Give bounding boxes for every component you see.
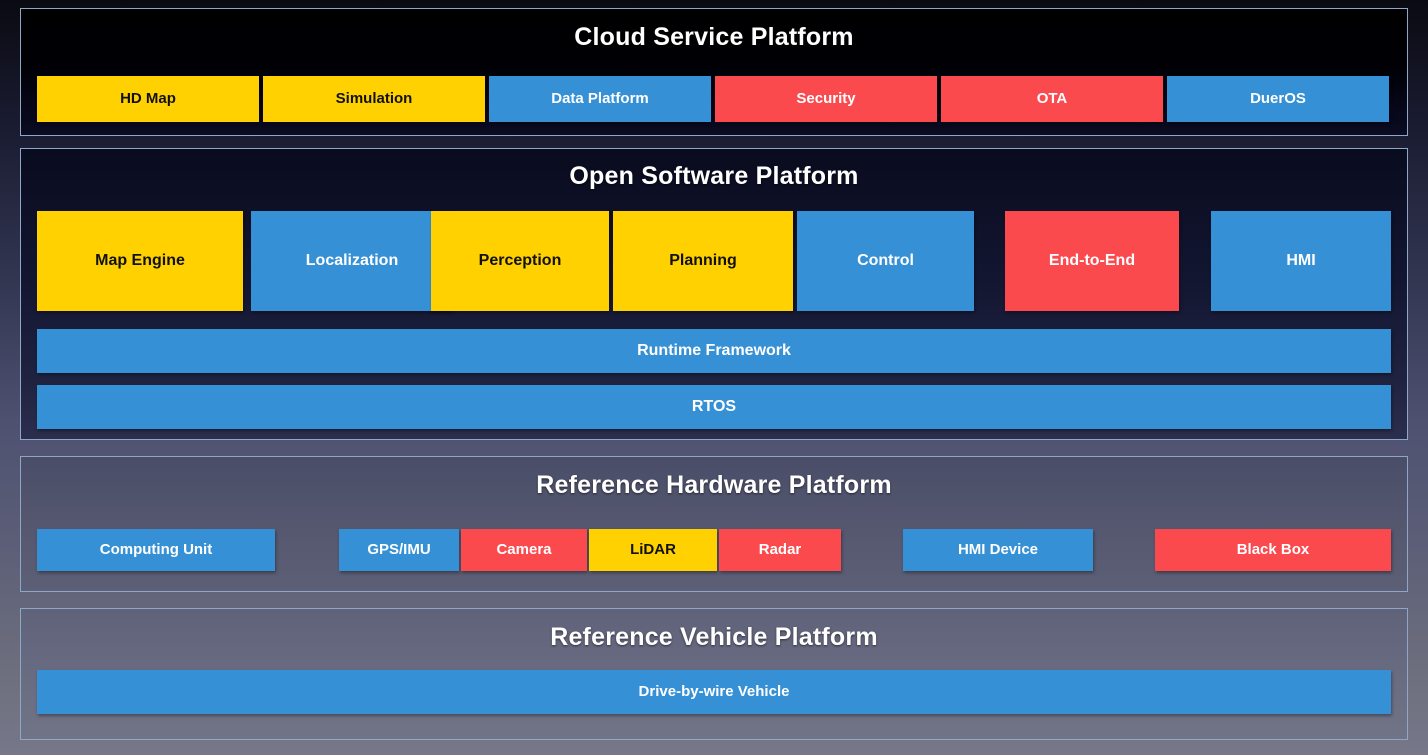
module-gps-imu[interactable]: GPS/IMU <box>339 529 459 571</box>
module-hmi-device[interactable]: HMI Device <box>903 529 1093 571</box>
cloud-module-row: HD Map Simulation Data Platform Security… <box>21 9 1407 135</box>
layer-title-vehicle: Reference Vehicle Platform <box>550 623 878 651</box>
module-dueros[interactable]: DuerOS <box>1167 76 1389 122</box>
module-radar[interactable]: Radar <box>719 529 841 571</box>
module-security[interactable]: Security <box>715 76 937 122</box>
module-computing-unit[interactable]: Computing Unit <box>37 529 275 571</box>
module-planning[interactable]: Planning <box>613 211 793 311</box>
module-camera[interactable]: Camera <box>461 529 587 571</box>
vehicle-module-row: Drive-by-wire Vehicle <box>21 609 1407 739</box>
layer-title-hardware: Reference Hardware Platform <box>536 471 892 499</box>
hardware-module-row: Computing Unit GPS/IMU Camera LiDAR Rada… <box>21 457 1407 591</box>
module-ota[interactable]: OTA <box>941 76 1163 122</box>
module-black-box[interactable]: Black Box <box>1155 529 1391 571</box>
bar-rtos[interactable]: RTOS <box>37 385 1391 429</box>
module-hd-map[interactable]: HD Map <box>37 76 259 122</box>
layer-cloud-service-platform: Cloud Service Platform HD Map Simulation… <box>20 8 1408 136</box>
module-lidar[interactable]: LiDAR <box>589 529 717 571</box>
layer-open-software-platform: Open Software Platform Map Engine Locali… <box>20 148 1408 440</box>
module-control[interactable]: Control <box>797 211 974 311</box>
layer-reference-hardware-platform: Reference Hardware Platform Computing Un… <box>20 456 1408 592</box>
module-hmi[interactable]: HMI <box>1211 211 1391 311</box>
layer-title-cloud: Cloud Service Platform <box>574 23 854 51</box>
module-data-platform[interactable]: Data Platform <box>489 76 711 122</box>
software-bar-row: Runtime Framework RTOS <box>21 149 1407 439</box>
layer-title-software: Open Software Platform <box>569 162 859 190</box>
module-map-engine[interactable]: Map Engine <box>37 211 243 311</box>
module-end-to-end[interactable]: End-to-End <box>1005 211 1179 311</box>
software-module-row: Map Engine Localization Perception Plann… <box>21 149 1407 439</box>
module-localization[interactable]: Localization <box>251 211 453 311</box>
module-drive-by-wire-vehicle[interactable]: Drive-by-wire Vehicle <box>37 670 1391 714</box>
module-simulation[interactable]: Simulation <box>263 76 485 122</box>
bar-runtime-framework[interactable]: Runtime Framework <box>37 329 1391 373</box>
module-perception[interactable]: Perception <box>431 211 609 311</box>
layer-reference-vehicle-platform: Reference Vehicle Platform Drive-by-wire… <box>20 608 1408 740</box>
